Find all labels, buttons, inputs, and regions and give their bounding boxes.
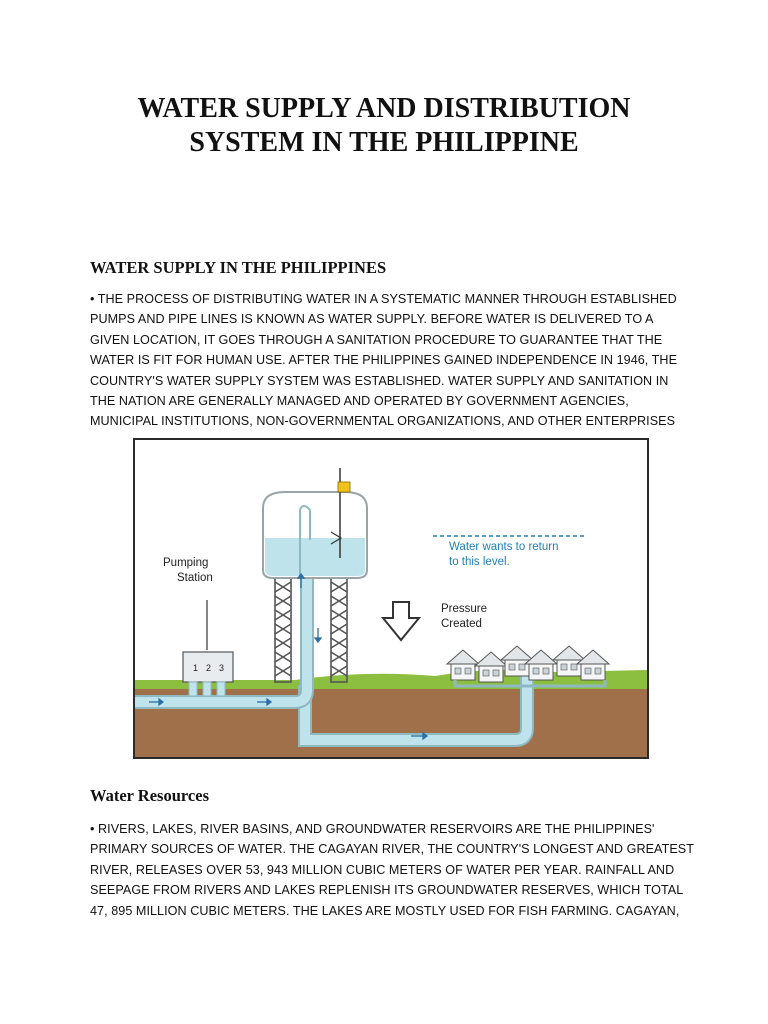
pump-number-3: 3: [219, 663, 224, 673]
flow-arrows: [149, 572, 429, 741]
section-heading-water-resources: Water Resources: [90, 786, 209, 805]
pressure-arrow-icon: [380, 601, 422, 642]
paragraph-line: 47, 895 MILLION CUBIC METERS. THE LAKES …: [90, 903, 680, 918]
paragraph-line: • THE PROCESS OF DISTRIBUTING WATER IN A…: [90, 292, 677, 306]
pressure-label: Pressure Created: [441, 602, 487, 632]
paragraph-line: THE NATION ARE GENERALLY MANAGED AND OPE…: [90, 394, 629, 409]
paragraph-line: PRIMARY SOURCES OF WATER. THE CAGAYAN RI…: [90, 842, 694, 857]
tank-water: [265, 538, 365, 576]
indicator-light: [337, 481, 351, 493]
pump-number-2: 2: [206, 663, 211, 673]
paragraph-water-supply: • THE PROCESS OF DISTRIBUTING WATER IN A…: [90, 289, 690, 432]
paragraph-line: COUNTRY'S WATER SUPPLY SYSTEM WAS ESTABL…: [90, 373, 669, 388]
diagram-svg: 1 2 3: [135, 468, 647, 757]
title-line-1: WATER SUPPLY AND DISTRIBUTION: [137, 93, 631, 124]
paragraph-line: PUMPS AND PIPE LINES IS KNOWN AS WATER S…: [90, 312, 654, 327]
water-level-label: Water wants to return to this level.: [449, 540, 559, 570]
pumping-station-label-line: Pumping: [163, 557, 209, 569]
paragraph-line: GIVEN LOCATION, IT GOES THROUGH A SANITA…: [90, 332, 663, 347]
paragraph-water-resources: • RIVERS, LAKES, RIVER BASINS, AND GROUN…: [90, 819, 694, 921]
water-distribution-diagram: 1 2 3: [133, 438, 649, 759]
pump-number-1: 1: [193, 663, 198, 673]
pressure-label-line: Pressure: [441, 603, 488, 615]
section-heading-water-supply: WATER SUPPLY IN THE PHILIPPINES: [90, 258, 387, 277]
paragraph-line: RIVER, RELEASES OVER 53, 943 MILLION CUB…: [90, 862, 675, 877]
water-level-label-line: to this level.: [449, 556, 510, 568]
title-line-2: SYSTEM IN THE PHILIPPINE: [189, 127, 579, 158]
pumping-station: 1 2 3: [182, 651, 234, 697]
water-level-label-line: Water wants to return: [449, 541, 559, 553]
houses: [445, 645, 611, 688]
paragraph-line: WATER IS FIT FOR HUMAN USE. AFTER THE PH…: [90, 353, 678, 368]
pressure-label-line: Created: [441, 618, 482, 630]
paragraph-line: SEEPAGE FROM RIVERS AND LAKES REPLENISH …: [90, 883, 684, 898]
paragraph-line: • RIVERS, LAKES, RIVER BASINS, AND GROUN…: [90, 822, 655, 836]
page-title: WATER SUPPLY AND DISTRIBUTION SYSTEM IN …: [60, 92, 708, 160]
pumping-station-label: Pumping Station: [163, 556, 213, 586]
paragraph-line: MUNICIPAL INSTITUTIONS, NON-GOVERNMENTAL…: [90, 414, 676, 429]
pumping-station-label-line: Station: [177, 572, 213, 584]
